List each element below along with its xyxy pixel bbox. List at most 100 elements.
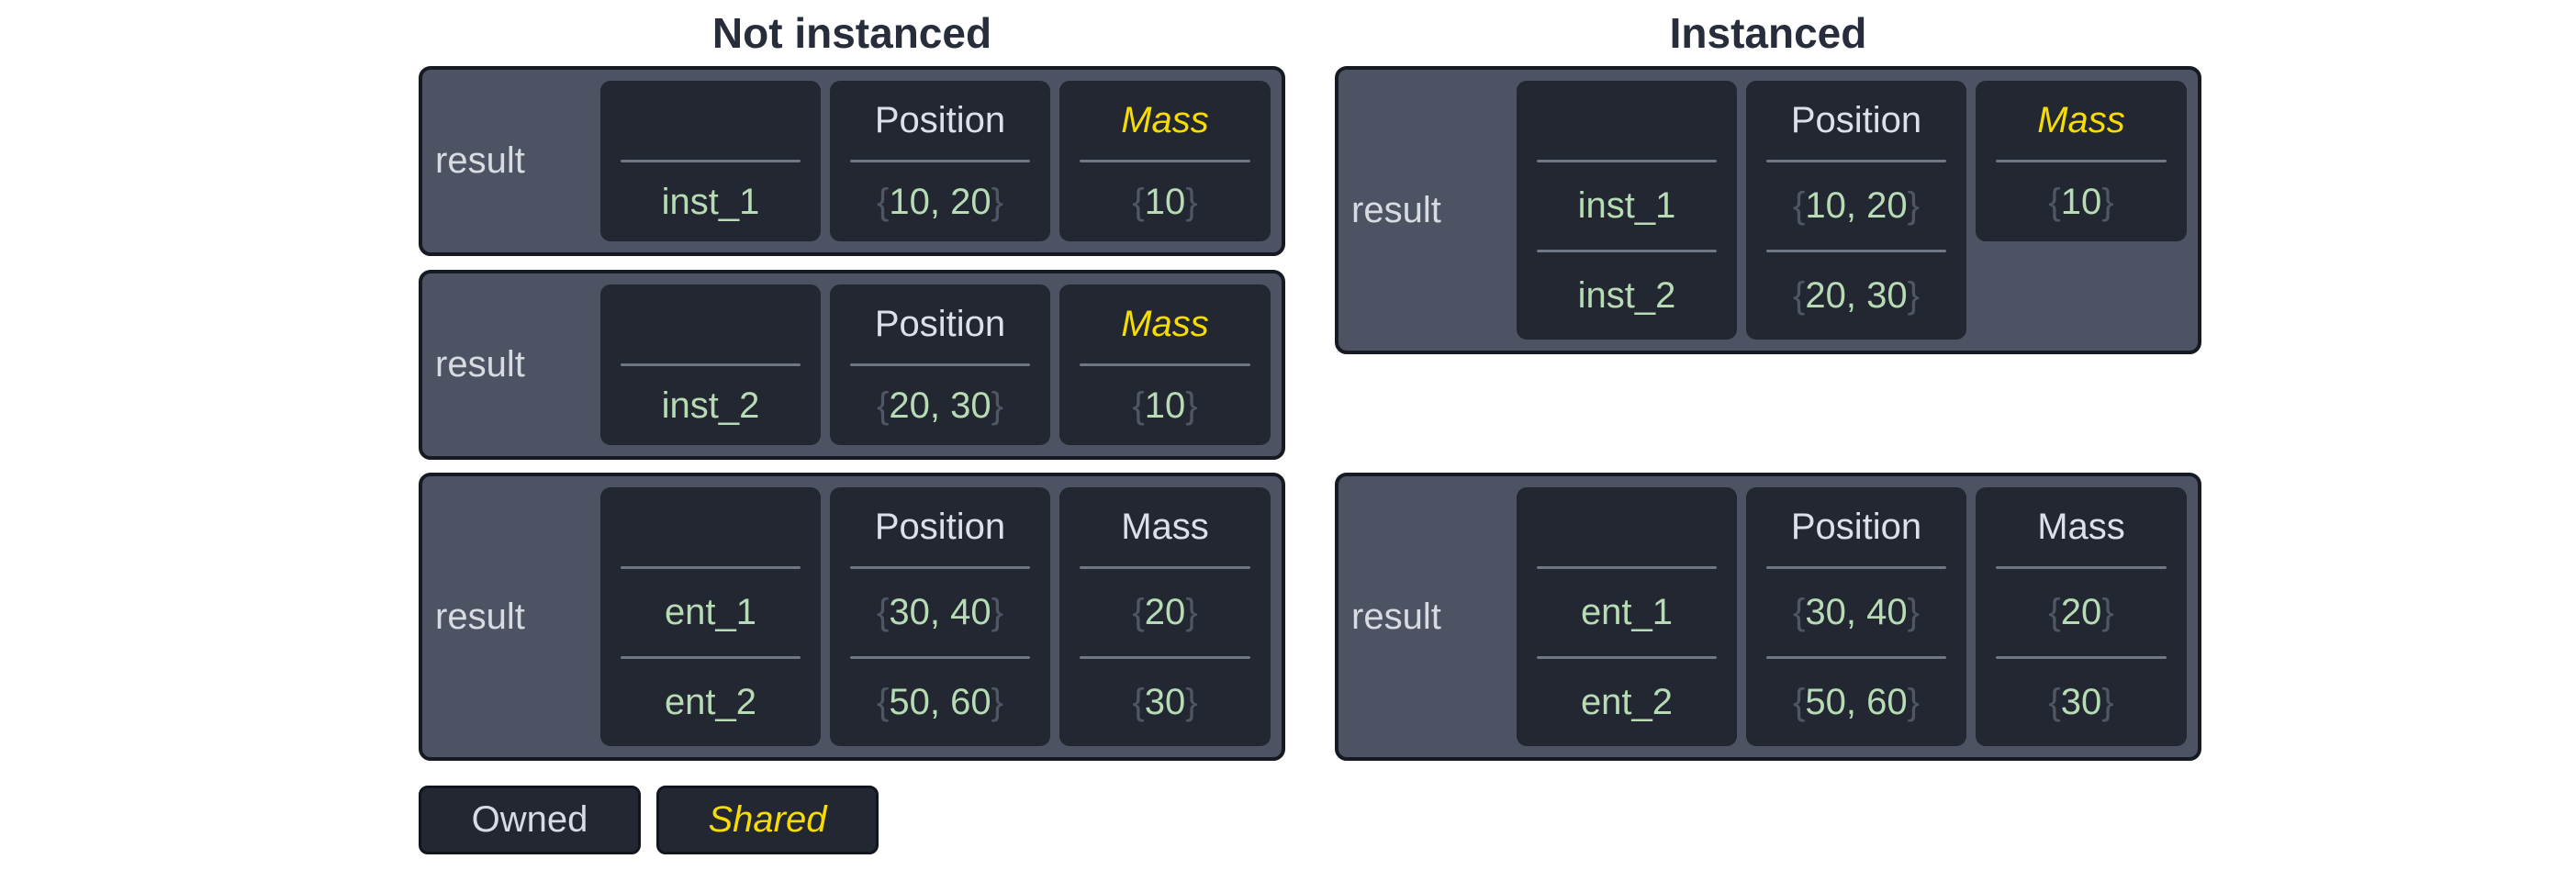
brace-open: {: [1132, 181, 1145, 222]
position-value: {50, 60}: [843, 659, 1037, 746]
value-text: 10: [1144, 181, 1186, 222]
brace-close: }: [1907, 592, 1920, 632]
entity-id: inst_1: [1577, 185, 1676, 226]
value-text: 10, 20: [889, 181, 991, 222]
position-column-header: Position: [1790, 506, 1922, 547]
position-column: Position {10, 20}: [830, 81, 1050, 241]
table-label: result: [435, 596, 525, 637]
mass-value: {20}: [1988, 569, 2174, 656]
mass-column-header: Mass: [2037, 506, 2125, 547]
instanced-column: Instanced result inst_1 inst_2 Position …: [1335, 7, 2201, 761]
entity-id: ent_1: [664, 592, 757, 632]
brace-close: }: [2101, 592, 2114, 632]
divider: [850, 566, 1030, 569]
divider: [1766, 656, 1946, 659]
position-value: {20, 30}: [1759, 252, 1954, 340]
divider: [850, 160, 1030, 162]
value-text: 10: [2060, 181, 2102, 222]
value-text: 10: [1144, 385, 1186, 426]
position-value: {50, 60}: [1759, 659, 1954, 746]
brace-close: }: [1185, 592, 1198, 632]
table-label: result: [435, 344, 525, 385]
brace-close: }: [991, 592, 1003, 632]
entity-column-header: [1529, 81, 1724, 160]
brace-open: {: [877, 592, 890, 632]
divider: [621, 566, 801, 569]
result-table-entities: result ent_1 ent_2 Position {30, 40} {50…: [419, 473, 1285, 761]
divider: [1080, 160, 1250, 162]
divider: [850, 363, 1030, 366]
value-text: 50, 60: [1805, 682, 1908, 722]
brace-close: }: [991, 682, 1003, 722]
brace-open: {: [1132, 682, 1145, 722]
not-instanced-column: Not instanced result inst_1 Position {10…: [419, 7, 1285, 854]
divider: [621, 656, 801, 659]
table-cells: ent_1 ent_2 Position {30, 40} {50, 60} M…: [1517, 487, 2187, 746]
brace-open: {: [877, 385, 890, 426]
divider: [1996, 656, 2167, 659]
divider: [1996, 566, 2167, 569]
divider: [1080, 656, 1250, 659]
brace-open: {: [1793, 682, 1806, 722]
value-text: 50, 60: [889, 682, 991, 722]
entity-column: inst_1: [600, 81, 821, 241]
brace-close: }: [991, 385, 1003, 426]
divider: [621, 363, 801, 366]
value-text: 30: [1144, 682, 1186, 722]
value-text: 20: [2060, 592, 2102, 632]
divider: [1537, 566, 1717, 569]
brace-open: {: [877, 181, 890, 222]
value-text: 20, 30: [1805, 275, 1908, 316]
divider: [621, 160, 801, 162]
brace-open: {: [1793, 185, 1806, 226]
not-instanced-title: Not instanced: [711, 9, 992, 57]
value-text: 30, 40: [1805, 592, 1908, 632]
divider: [1080, 566, 1250, 569]
mass-column: Mass {20} {30}: [1059, 487, 1271, 746]
position-column-header: Position: [874, 303, 1006, 344]
position-column: Position {30, 40} {50, 60}: [1746, 487, 1966, 746]
entity-column-header: [613, 284, 808, 363]
mass-column-header: Mass: [1121, 506, 1209, 547]
instanced-title: Instanced: [1669, 9, 1867, 57]
position-value: {30, 40}: [843, 569, 1037, 656]
value-text: 30: [2060, 682, 2102, 722]
legend: Owned Shared: [419, 786, 1285, 854]
mass-value: {10}: [1072, 366, 1258, 445]
brace-open: {: [1793, 592, 1806, 632]
brace-open: {: [877, 682, 890, 722]
entity-column: ent_1 ent_2: [600, 487, 821, 746]
result-table-entities-instanced: result ent_1 ent_2 Position {30, 40} {50…: [1335, 473, 2201, 761]
divider: [1537, 160, 1717, 162]
brace-close: }: [1907, 275, 1920, 316]
divider: [1766, 160, 1946, 162]
value-text: 10, 20: [1805, 185, 1908, 226]
position-column-header: Position: [1790, 99, 1922, 140]
table-cells: ent_1 ent_2 Position {30, 40} {50, 60} M…: [600, 487, 1271, 746]
result-table-inst1: result inst_1 Position {10, 20} Mass {10…: [419, 66, 1285, 256]
divider: [1537, 656, 1717, 659]
mass-column: Mass {10}: [1059, 284, 1271, 445]
brace-open: {: [1132, 592, 1145, 632]
divider: [1080, 363, 1250, 366]
entity-column-header: [613, 487, 808, 566]
brace-open: {: [2048, 181, 2061, 222]
mass-column-shared: Mass {10}: [1976, 81, 2187, 241]
position-value: {10, 20}: [843, 162, 1037, 241]
brace-close: }: [2101, 682, 2114, 722]
position-column: Position {30, 40} {50, 60}: [830, 487, 1050, 746]
divider: [1996, 160, 2167, 162]
divider: [1537, 250, 1717, 252]
brace-close: }: [1907, 682, 1920, 722]
legend-owned: Owned: [419, 786, 641, 854]
brace-open: {: [2048, 592, 2061, 632]
mass-column: Mass {10}: [1059, 81, 1271, 241]
mass-value: {10}: [1072, 162, 1258, 241]
brace-close: }: [1185, 385, 1198, 426]
table-cells: inst_1 inst_2 Position {10, 20} {20, 30}…: [1517, 81, 2187, 340]
position-value: {10, 20}: [1759, 162, 1954, 250]
table-label: result: [1351, 596, 1441, 637]
position-column: Position {20, 30}: [830, 284, 1050, 445]
result-table-inst2: result inst_2 Position {20, 30} Mass {10…: [419, 270, 1285, 460]
divider: [1766, 566, 1946, 569]
